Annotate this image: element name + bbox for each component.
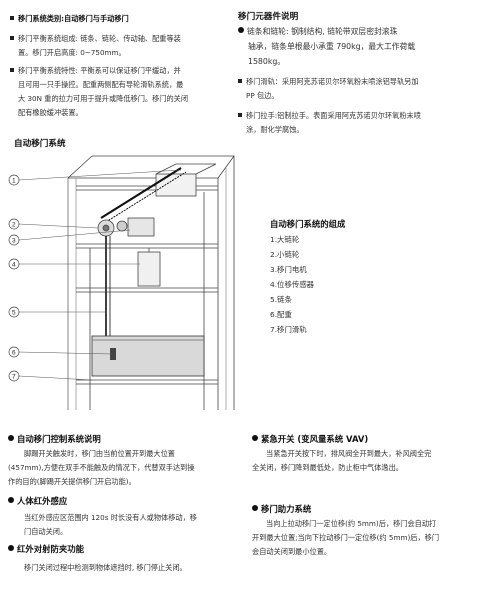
square-bullet-icon [238, 79, 242, 83]
components-list: 自动移门系统的组成 1.大链轮 2.小链轮 3.移门电机 4.位移传感器 5.链… [270, 218, 430, 337]
svg-text:1: 1 [12, 178, 16, 185]
list-item: 1.大链轮 [270, 235, 300, 244]
assist-system-title: 移门助力系统 [252, 503, 480, 515]
callout-5: 5 [8, 306, 106, 318]
components-description: 移门元器件说明 链条和链轮: 钢制结构, 链轮带双层密封滚珠 轴承，链条单根最小… [238, 10, 478, 137]
list-item: 6.配重 [270, 310, 292, 319]
bottom-left-section: 自动移门控制系统说明 脚踢开关触发时，移门由当前位置开到最大位置 (457mm)… [8, 433, 240, 575]
fume-hood-diagram: 1 2 3 4 5 6 7 [8, 155, 235, 410]
round-bullet-icon [8, 497, 14, 503]
square-bullet-icon [10, 68, 14, 72]
anti-pinch-title: 红外对射防夹功能 [8, 543, 240, 555]
callout-6: 6 [8, 346, 113, 358]
square-bullet-icon [10, 36, 14, 40]
svg-text:7: 7 [12, 374, 16, 381]
intro-item-2: 移门平衡系统组成: 链条、链轮、传动轴、配重等装 置。移门开启高度: 0~750… [10, 32, 232, 60]
intro-item-3: 移门平衡系统特性: 平衡系可以保证移门平缓动，并 且可用一只手操控。配重两侧配有… [10, 64, 232, 120]
emergency-switch-title: 紧急开关 (变风量系统 VAV) [252, 433, 480, 445]
bottom-right-section: 紧急开关 (变风量系统 VAV) 当紧急开关按下时，排风阀全开到最大，补风阀全完… [252, 433, 480, 559]
svg-text:2: 2 [12, 222, 16, 229]
round-bullet-icon [252, 505, 258, 511]
callout-7: 7 [8, 370, 93, 382]
round-bullet-icon [8, 545, 14, 551]
square-bullet-icon [238, 113, 242, 117]
svg-text:4: 4 [12, 262, 16, 269]
round-bullet-icon [8, 435, 14, 441]
list-item: 7.移门滑轨 [270, 325, 307, 334]
components-list-title: 自动移门系统的组成 [270, 219, 346, 229]
round-bullet-icon [252, 435, 258, 441]
callout-4: 4 [8, 258, 140, 270]
diagram-title: 自动移门系统 [14, 139, 66, 149]
list-item: 3.移门电机 [270, 265, 307, 274]
svg-text:3: 3 [12, 238, 16, 245]
control-system-title: 自动移门控制系统说明 [8, 433, 240, 445]
callout-2: 2 [8, 218, 99, 230]
round-bullet-icon [238, 27, 244, 33]
callout-1: 1 [8, 169, 182, 186]
intro-item-1: 移门系统类别:自动移门与手动移门 [10, 12, 232, 26]
svg-text:6: 6 [12, 350, 16, 357]
components-description-title: 移门元器件说明 [238, 12, 299, 22]
desc-item-2: 移门滑轨：采用阿克苏诺贝尔环氧粉末喷涂铝导轨另加 PP 包边。 [238, 75, 478, 103]
infrared-sensing-title: 人体红外感应 [8, 495, 240, 507]
svg-text:5: 5 [12, 310, 16, 317]
list-item: 4.位移传感器 [270, 280, 315, 289]
list-item: 2.小链轮 [270, 250, 300, 259]
callout-3: 3 [8, 229, 131, 246]
list-item: 5.链条 [270, 295, 292, 304]
square-bullet-icon [10, 16, 14, 20]
desc-item-3: 移门拉手:铝制拉手。表面采用阿克苏诺贝尔环氧粉末喷 涂，耐化学腐蚀。 [238, 109, 478, 137]
desc-item-1: 链条和链轮: 钢制结构, 链轮带双层密封滚珠 轴承，链条单根最小承重 790kg… [238, 24, 478, 69]
left-intro: 移门系统类别:自动移门与手动移门 移门平衡系统组成: 链条、链轮、传动轴、配重等… [10, 12, 232, 120]
